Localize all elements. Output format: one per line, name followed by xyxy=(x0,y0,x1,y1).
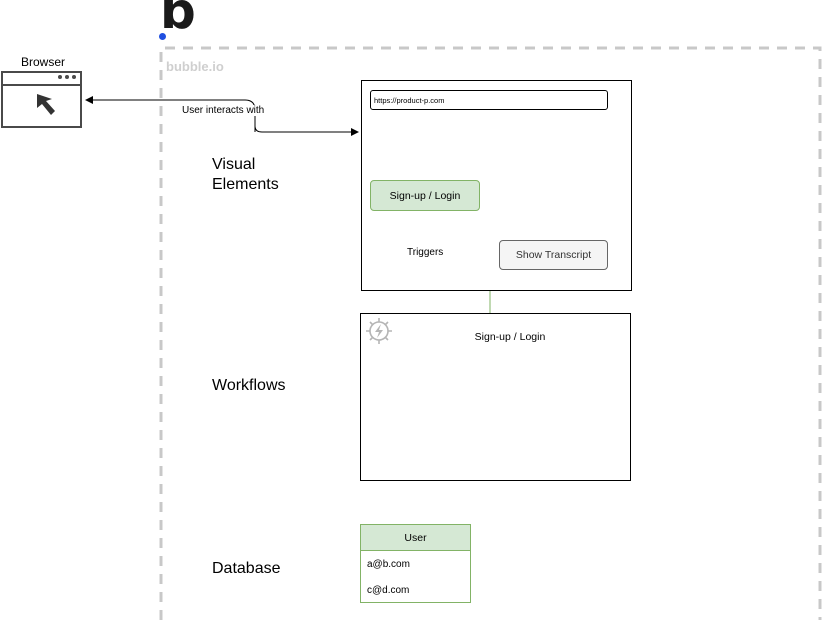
database-table-user: User a@b.com c@d.com xyxy=(360,524,471,603)
bubble-logo-icon: b xyxy=(160,0,196,40)
signup-login-button[interactable]: Sign-up / Login xyxy=(370,180,480,211)
table-row: c@d.com xyxy=(367,584,410,596)
section-label-visual-elements: Visual Elements xyxy=(212,156,279,193)
browser-title-bar xyxy=(3,73,80,86)
arrow-to-visual-panel xyxy=(254,118,359,136)
section-label-workflows: Workflows xyxy=(212,377,286,394)
workflow-event-label[interactable]: Sign-up / Login xyxy=(474,331,546,343)
edge-label-triggers: Triggers xyxy=(407,247,444,258)
workflows-panel xyxy=(360,313,631,481)
url-bar[interactable]: https://product-p.com xyxy=(370,90,608,110)
browser-window-icon xyxy=(1,71,82,128)
container-label: bubble.io xyxy=(166,59,224,74)
edge-label-user-interacts: User interacts with xyxy=(182,105,265,116)
table-header: User xyxy=(361,525,470,551)
show-transcript-button[interactable]: Show Transcript xyxy=(499,240,608,270)
browser-label: Browser xyxy=(21,55,66,69)
table-row: a@b.com xyxy=(367,558,410,570)
section-label-database: Database xyxy=(212,560,281,577)
browser-dots xyxy=(58,75,76,79)
gear-lightning-icon xyxy=(366,318,392,344)
bubble-logo-dot xyxy=(159,33,166,40)
cursor-icon xyxy=(37,94,55,115)
